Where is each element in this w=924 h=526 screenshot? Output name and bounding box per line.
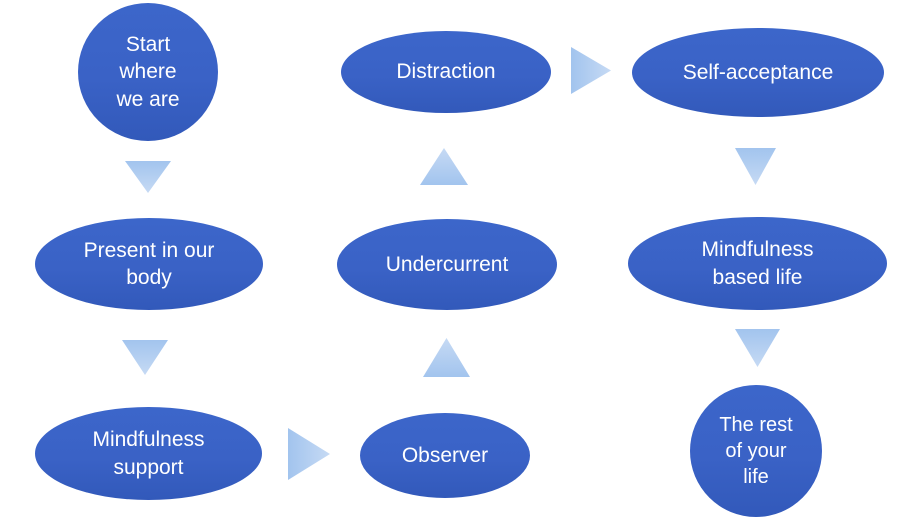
node-mindfulness-based-life: Mindfulness based life [628, 217, 887, 310]
arrow-right-icon [571, 47, 611, 94]
arrow-up-icon [423, 338, 470, 377]
node-distraction: Distraction [341, 31, 551, 113]
node-mindfulness-support: Mindfulness support [35, 407, 262, 500]
arrow-up-icon [420, 148, 468, 185]
arrow-right-icon [288, 428, 330, 480]
node-observer: Observer [360, 413, 530, 498]
arrow-down-icon [125, 161, 171, 193]
node-present-in-our-body: Present in our body [35, 218, 263, 310]
arrow-down-icon [735, 148, 776, 185]
node-start-where-we-are: Start where we are [78, 3, 218, 141]
arrow-down-icon [735, 329, 780, 367]
node-undercurrent: Undercurrent [337, 219, 557, 310]
node-self-acceptance: Self-acceptance [632, 28, 884, 117]
node-the-rest-of-your-life: The rest of your life [690, 385, 822, 517]
arrow-down-icon [122, 340, 168, 375]
